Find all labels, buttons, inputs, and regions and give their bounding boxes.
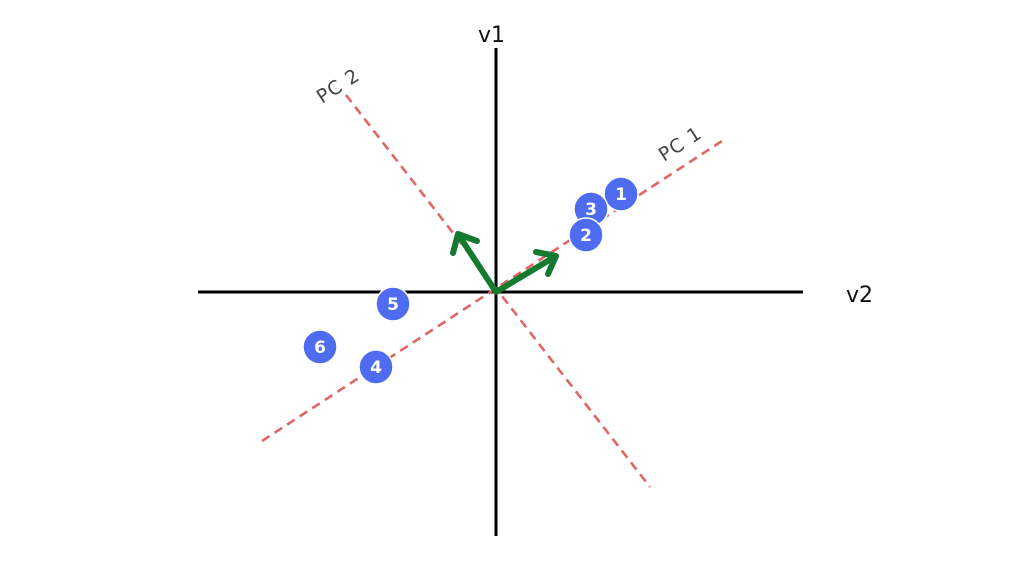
pc1-eigenvector-arrow: [493, 249, 559, 295]
pc2-eigenvector-arrow: [450, 231, 499, 295]
data-point-label: 1: [615, 185, 627, 205]
data-point: 6: [302, 329, 338, 365]
data-point: 5: [375, 286, 411, 322]
data-point-label: 2: [580, 226, 592, 246]
pc2-label: PC 2: [313, 64, 364, 108]
data-point-label: 4: [370, 358, 382, 378]
data-point-label: 5: [387, 295, 399, 315]
data-point: 4: [358, 349, 394, 385]
data-point-label: 6: [314, 338, 326, 358]
data-point: 1: [603, 176, 639, 212]
v1-axis-label: v1: [478, 23, 505, 48]
data-point-label: 3: [585, 200, 597, 220]
data-point: 2: [568, 217, 604, 253]
pc1-label: PC 1: [655, 122, 706, 166]
v2-axis-label: v2: [846, 283, 873, 308]
